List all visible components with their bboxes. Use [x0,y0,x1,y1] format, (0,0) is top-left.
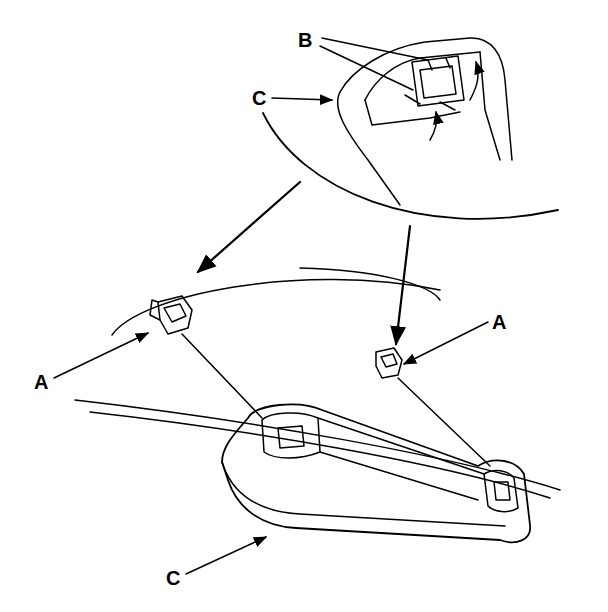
callout-letter: B [298,30,312,50]
callout-letter: A [492,312,506,332]
callout-letter: C [166,568,180,588]
callout-letter: C [252,88,266,108]
callout-letter: A [34,372,48,392]
